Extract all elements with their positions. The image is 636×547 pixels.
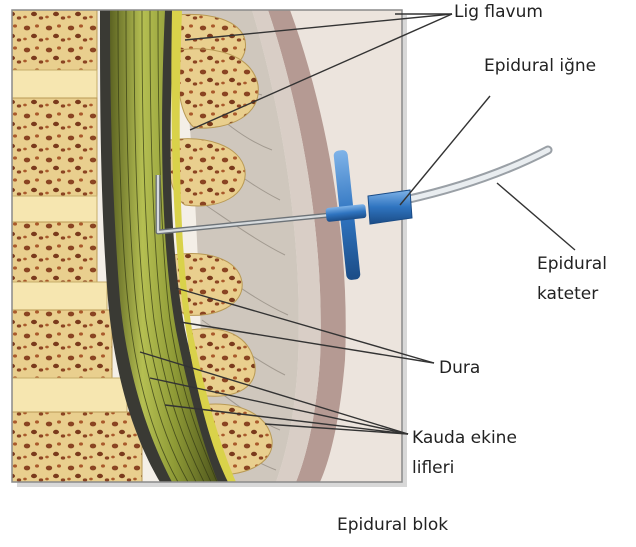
label-epidural-catheter-line2: kateter xyxy=(537,284,598,304)
label-dura: Dura xyxy=(439,358,480,378)
label-epidural-catheter-line1: Epidural xyxy=(537,254,607,274)
label-epidural-needle: Epidural iğne xyxy=(484,56,596,76)
label-lig-flavum: Lig flavum xyxy=(454,2,543,22)
label-cauda-equina-line1: Kauda ekine xyxy=(412,428,517,448)
figure-caption: Epidural blok xyxy=(337,515,448,535)
epidural-catheter xyxy=(405,150,548,200)
label-cauda-equina-line2: lifleri xyxy=(412,458,454,478)
